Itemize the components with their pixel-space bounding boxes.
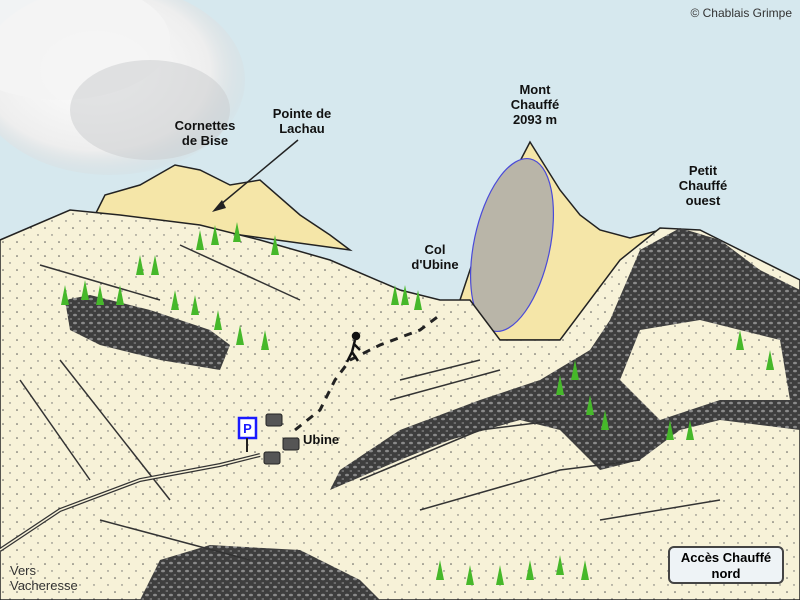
lachau-pointer: [219, 139, 299, 206]
label-pointe-de-lachau: Pointe de Lachau: [262, 106, 342, 136]
label-line: de Bise: [181, 133, 229, 148]
label-line: 2093 m: [512, 112, 558, 127]
label-line: Chauffé: [678, 178, 728, 193]
label-line: Pointe de: [272, 106, 332, 121]
label-mont-chauffe: Mont Chauffé 2093 m: [495, 82, 575, 127]
label-line: Vers: [10, 563, 37, 578]
copyright: © Chablais Grimpe: [690, 6, 792, 20]
meadow: [0, 209, 800, 600]
trees: [61, 222, 774, 585]
label-line: Vacheresse: [10, 578, 78, 593]
svg-text:P: P: [243, 421, 252, 436]
label-cornettes-de-bise: Cornettes de Bise: [165, 118, 245, 148]
rock-petit-chauffe: [330, 228, 800, 490]
label-line: Col: [424, 242, 446, 257]
legend-line: nord: [711, 566, 741, 581]
legend-title-box: Accès Chauffé nord: [668, 546, 784, 584]
label-col-dubine: Col d'Ubine: [405, 242, 465, 272]
parking-icon: P: [237, 416, 258, 452]
label-petit-chauffe-ouest: Petit Chauffé ouest: [663, 163, 743, 208]
label-line: Mont: [519, 82, 551, 97]
legend-line: Accès Chauffé: [680, 550, 772, 565]
label-line: Chauffé: [510, 97, 560, 112]
rock-band-left: [65, 295, 230, 370]
label-line: d'Ubine: [411, 257, 459, 272]
label-vers-vacheresse: Vers Vacheresse: [10, 563, 78, 593]
cloud: [0, 0, 245, 175]
meadow-patch: [620, 320, 790, 420]
label-ubine: Ubine: [303, 432, 340, 447]
chalet-icons: [263, 413, 300, 465]
hiker-icon: [345, 331, 361, 363]
label-line: ouest: [685, 193, 721, 208]
label-line: Petit: [688, 163, 718, 178]
hiking-trail: [294, 313, 441, 432]
rock-bottom: [140, 545, 380, 600]
label-line: Lachau: [279, 121, 325, 136]
label-line: Cornettes: [174, 118, 236, 133]
